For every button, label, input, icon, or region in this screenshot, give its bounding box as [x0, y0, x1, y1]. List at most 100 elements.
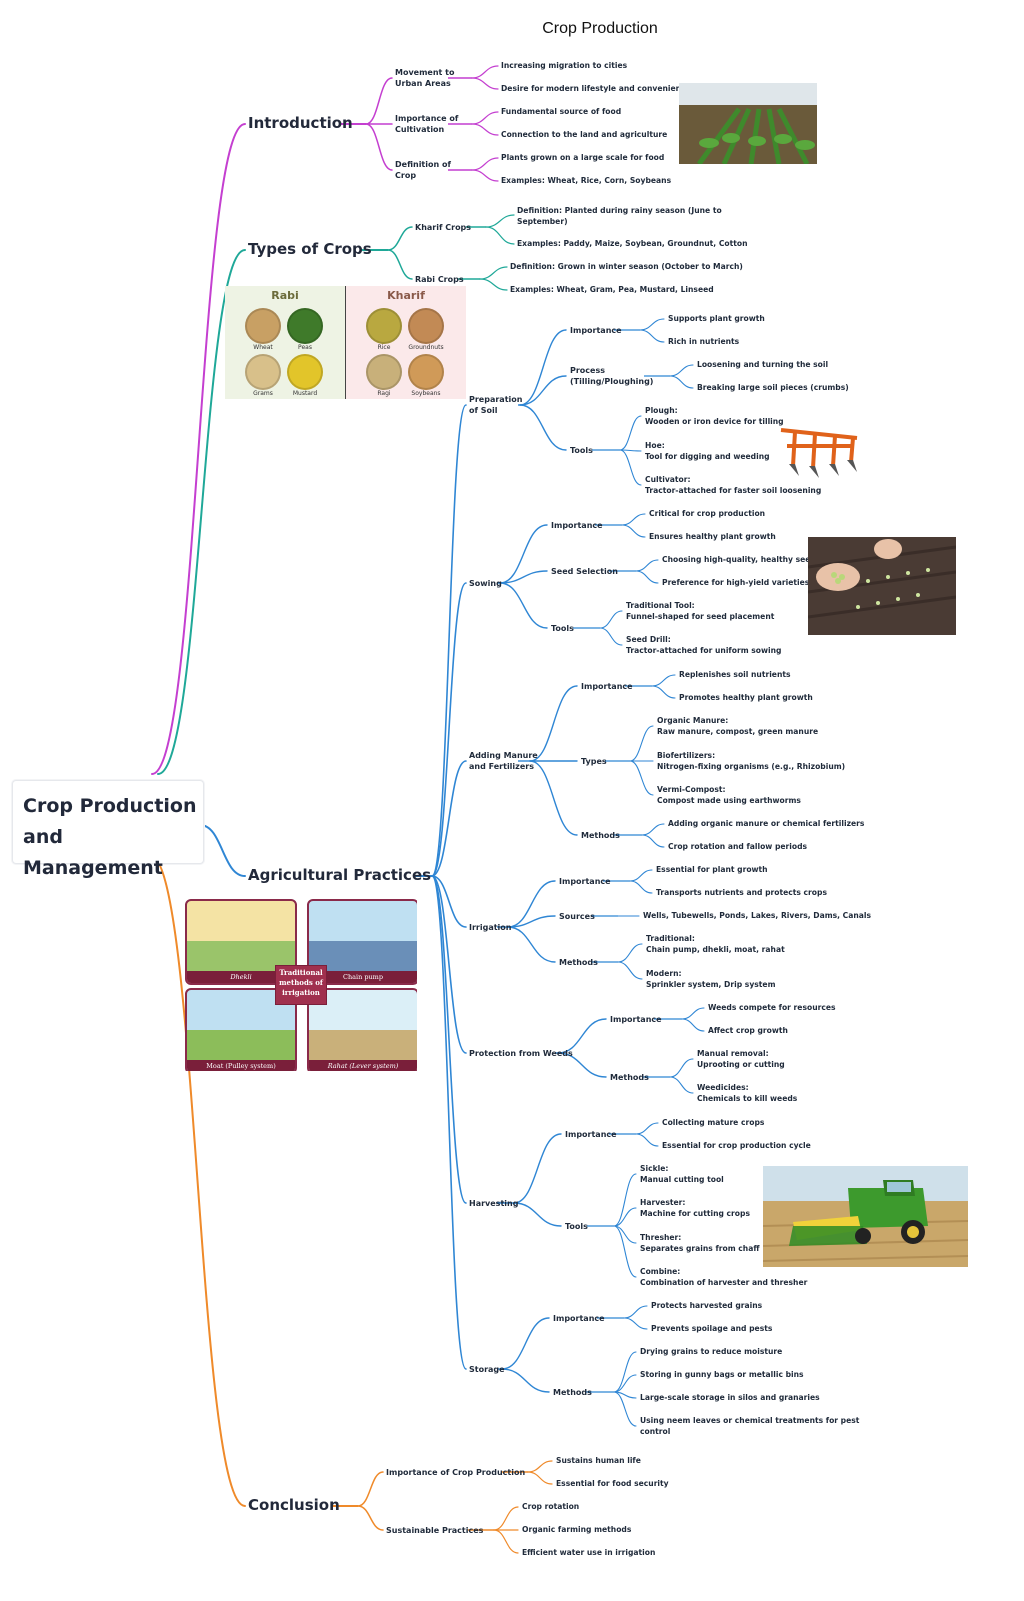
- practices-irrigation-importance-item-2[interactable]: Transports nutrients and protects crops: [656, 888, 827, 897]
- practices-manure-methods[interactable]: Methods: [581, 831, 620, 840]
- introduction-cultivation-item-1[interactable]: Fundamental source of food: [501, 107, 622, 116]
- types-kharif-item-1[interactable]: Definition: Planted during rainy season …: [517, 205, 722, 227]
- practices-soil-tools-item-1[interactable]: Plough:Wooden or iron device for tilling: [645, 405, 784, 427]
- conclusion-sustainable[interactable]: Sustainable Practices: [386, 1526, 484, 1535]
- practices-sowing[interactable]: Sowing: [469, 579, 502, 588]
- conclusion-sustainable-item-3[interactable]: Efficient water use in irrigation: [522, 1548, 656, 1557]
- practices-harvesting-importance-item-1[interactable]: Collecting mature crops: [662, 1118, 765, 1127]
- irrigation-panel-caption: Moat (Pulley system): [187, 1060, 295, 1071]
- types-kharif[interactable]: Kharif Crops: [415, 223, 472, 232]
- practices-manure-types-item-2[interactable]: Biofertilizers:Nitrogen-fixing organisms…: [657, 750, 845, 772]
- practices-harvesting[interactable]: Harvesting: [469, 1199, 519, 1208]
- connector-49: [669, 375, 694, 389]
- conclusion-importance-item-2[interactable]: Essential for food security: [556, 1479, 669, 1488]
- practices-irrigation-methods[interactable]: Methods: [559, 958, 598, 967]
- practices-soil-process-item-2[interactable]: Breaking large soil pieces (crumbs): [697, 383, 849, 392]
- practices-irrigation-sources[interactable]: Sources: [559, 912, 595, 921]
- practices-soil-importance[interactable]: Importance: [570, 326, 622, 335]
- practices-manure-importance-item-2[interactable]: Promotes healthy plant growth: [679, 693, 813, 702]
- connector-115: [613, 1351, 637, 1393]
- types-rabi[interactable]: Rabi Crops: [415, 275, 464, 284]
- practices-sowing-selection-item-1[interactable]: Choosing high-quality, healthy seeds: [662, 555, 821, 564]
- practices-manure-importance-item-1[interactable]: Replenishes soil nutrients: [679, 670, 791, 679]
- practices-soil-tools-item-2[interactable]: Hoe:Tool for digging and weeding: [645, 440, 770, 462]
- practices-weeds-methods-item-1[interactable]: Manual removal:Uprooting or cutting: [697, 1048, 785, 1070]
- practices-storage-importance[interactable]: Importance: [553, 1314, 605, 1323]
- practices-harvesting-tools-item-3[interactable]: Thresher:Separates grains from chaff: [640, 1232, 759, 1254]
- connector-32: [431, 760, 467, 877]
- practices-sowing-selection[interactable]: Seed Selection: [551, 567, 618, 576]
- types-node[interactable]: Types of Crops: [248, 240, 372, 258]
- root-node[interactable]: Crop Production and Management: [12, 780, 204, 879]
- practices-weeds-methods-item-2[interactable]: Weedicides:Chemicals to kill weeds: [697, 1082, 797, 1104]
- introduction-cultivation-item-2[interactable]: Connection to the land and agriculture: [501, 130, 668, 139]
- practices-sowing-selection-item-2[interactable]: Preference for high-yield varieties: [662, 578, 810, 587]
- practices-soil-tools[interactable]: Tools: [570, 446, 593, 455]
- connector-48: [669, 364, 694, 377]
- types-rabi-item-1[interactable]: Definition: Grown in winter season (Octo…: [510, 262, 743, 271]
- conclusion-node[interactable]: Conclusion: [248, 1496, 340, 1514]
- practices-sowing-tools-item-2[interactable]: Seed Drill:Tractor-attached for uniform …: [626, 634, 781, 656]
- practices-irrigation[interactable]: Irrigation: [469, 923, 512, 932]
- introduction-node[interactable]: Introduction: [248, 114, 353, 132]
- practices-manure-importance[interactable]: Importance: [581, 682, 633, 691]
- practices-storage-importance-item-1[interactable]: Protects harvested grains: [651, 1301, 763, 1310]
- practices-irrigation-importance[interactable]: Importance: [559, 877, 611, 886]
- introduction-movement-item-2[interactable]: Desire for modern lifestyle and convenie…: [501, 84, 691, 93]
- practices-irrigation-methods-item-1[interactable]: Traditional:Chain pump, dhekli, moat, ra…: [646, 933, 785, 955]
- connector-28: [431, 404, 467, 877]
- practices-sowing-tools[interactable]: Tools: [551, 624, 574, 633]
- practices-sowing-tools-item-1[interactable]: Traditional Tool:Funnel-shaped for seed …: [626, 600, 774, 622]
- practices-harvesting-importance[interactable]: Importance: [565, 1130, 617, 1139]
- practices-storage-importance-item-2[interactable]: Prevents spoilage and pests: [651, 1324, 773, 1333]
- types-kharif-item-2[interactable]: Examples: Paddy, Maize, Soybean, Groundn…: [517, 238, 748, 249]
- practices-irrigation-importance-item-1[interactable]: Essential for plant growth: [656, 865, 768, 874]
- practices-manure-types-item-1[interactable]: Organic Manure:Raw manure, compost, gree…: [657, 715, 818, 737]
- practices-manure-methods-item-2[interactable]: Crop rotation and fallow periods: [668, 842, 808, 851]
- practices-harvesting-importance-item-2[interactable]: Essential for crop production cycle: [662, 1141, 811, 1150]
- practices-weeds-importance[interactable]: Importance: [610, 1015, 662, 1024]
- introduction-definition-item-1[interactable]: Plants grown on a large scale for food: [501, 153, 665, 162]
- conclusion-importance-item-1[interactable]: Sustains human life: [556, 1456, 641, 1465]
- introduction-movement-item-1[interactable]: Increasing migration to cities: [501, 61, 628, 70]
- practices-storage-methods-item-3[interactable]: Large-scale storage in silos and granari…: [640, 1393, 820, 1402]
- practices-sowing-importance-item-2[interactable]: Ensures healthy plant growth: [649, 532, 776, 541]
- practices-weeds-importance-item-1[interactable]: Weeds compete for resources: [708, 1003, 836, 1012]
- conclusion-sustainable-item-2[interactable]: Organic farming methods: [522, 1525, 632, 1534]
- practices-harvesting-tools-item-1[interactable]: Sickle:Manual cutting tool: [640, 1163, 724, 1185]
- practices-manure-types[interactable]: Types: [581, 757, 607, 766]
- practices-harvesting-tools-item-4[interactable]: Combine:Combination of harvester and thr…: [640, 1266, 807, 1288]
- practices-weeds-methods[interactable]: Methods: [610, 1073, 649, 1082]
- conclusion-importance[interactable]: Importance of Crop Production: [386, 1468, 526, 1477]
- types-rabi-item-2[interactable]: Examples: Wheat, Gram, Pea, Mustard, Lin…: [510, 285, 714, 294]
- practices-sowing-importance-item-1[interactable]: Critical for crop production: [649, 509, 766, 518]
- introduction-definition-item-2[interactable]: Examples: Wheat, Rice, Corn, Soybeans: [501, 176, 672, 185]
- practices-weeds-importance-item-2[interactable]: Affect crop growth: [708, 1026, 788, 1035]
- practices-sowing-importance[interactable]: Importance: [551, 521, 603, 530]
- practices-manure-methods-item-1[interactable]: Adding organic manure or chemical fertil…: [668, 819, 865, 828]
- practices-storage[interactable]: Storage: [469, 1365, 505, 1374]
- practices-storage-methods-item-4[interactable]: Using neem leaves or chemical treatments…: [640, 1415, 859, 1437]
- practices-harvesting-tools-item-2[interactable]: Harvester:Machine for cutting crops: [640, 1197, 750, 1219]
- practices-soil-process-item-1[interactable]: Loosening and turning the soil: [697, 360, 829, 369]
- practices-node[interactable]: Agricultural Practices: [248, 866, 432, 884]
- practices-irrigation-sources-item-1[interactable]: Wells, Tubewells, Ponds, Lakes, Rivers, …: [643, 911, 872, 920]
- practices-storage-methods-item-2[interactable]: Storing in gunny bags or metallic bins: [640, 1370, 804, 1379]
- practices-manure-types-item-3[interactable]: Vermi-Compost:Compost made using earthwo…: [657, 784, 801, 806]
- practices-soil-importance-item-2[interactable]: Rich in nutrients: [668, 337, 740, 346]
- practices-soil-tools-item-3[interactable]: Cultivator:Tractor-attached for faster s…: [645, 474, 821, 496]
- connector-16: [471, 157, 499, 171]
- practices-storage-methods[interactable]: Methods: [553, 1388, 592, 1397]
- practices-irrigation-methods-item-2[interactable]: Modern:Sprinkler system, Drip system: [646, 968, 775, 990]
- practices-harvesting-tools[interactable]: Tools: [565, 1222, 588, 1231]
- practices-soil-importance-item-1[interactable]: Supports plant growth: [668, 314, 765, 323]
- practices-storage-methods-item-1[interactable]: Drying grains to reduce moisture: [640, 1347, 783, 1356]
- conclusion-sustainable-item-1[interactable]: Crop rotation: [522, 1502, 580, 1511]
- practices-weeds[interactable]: Protection from Weeds: [469, 1049, 573, 1058]
- practices-soil-process[interactable]: Process(Tilling/Ploughing): [570, 365, 653, 387]
